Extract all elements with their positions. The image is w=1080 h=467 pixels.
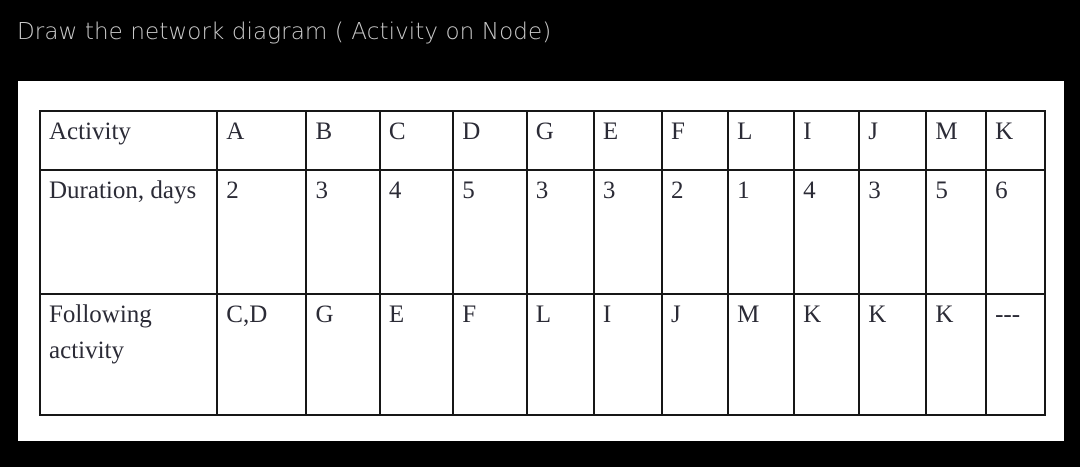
cell-activity-l: L: [727, 110, 796, 171]
cell-following-c: E: [378, 293, 455, 416]
cell-duration-f: 2: [661, 169, 730, 295]
activity-duration-table: Activity A B C D G E F L I J M K Duratio…: [38, 110, 1046, 416]
cell-duration-i: 4: [793, 169, 861, 295]
cell-duration-l: 1: [727, 169, 796, 295]
cell-activity-e: E: [592, 110, 664, 171]
cell-duration-a: 2: [216, 169, 308, 295]
cell-activity-m: M: [925, 110, 988, 171]
cell-activity-f: F: [661, 110, 730, 171]
table-row-following: Following activity C,D G E F L I J M K K…: [38, 293, 1046, 416]
cell-duration-j: 3: [858, 169, 928, 295]
cell-activity-k: K: [985, 110, 1046, 171]
cell-following-e: I: [592, 293, 664, 416]
cell-activity-d: D: [452, 110, 528, 171]
cell-duration-m: 5: [925, 169, 988, 295]
cell-following-f: J: [661, 293, 730, 416]
cell-following-d: F: [452, 293, 528, 416]
cell-following-j: K: [858, 293, 928, 416]
cell-activity-g: G: [525, 110, 595, 171]
page-title: Draw the network diagram ( Activity on N…: [17, 19, 552, 45]
cell-following-m: K: [925, 293, 988, 416]
cell-activity-a: A: [216, 110, 308, 171]
cell-activity-b: B: [305, 110, 381, 171]
row-header-following: Following activity: [38, 293, 219, 416]
cell-activity-i: I: [793, 110, 861, 171]
cell-following-a: C,D: [216, 293, 308, 416]
cell-duration-g: 3: [525, 169, 595, 295]
cell-activity-c: C: [378, 110, 455, 171]
cell-activity-j: J: [858, 110, 928, 171]
cell-following-k: ---: [985, 293, 1046, 416]
cell-duration-b: 3: [305, 169, 381, 295]
cell-duration-c: 4: [378, 169, 455, 295]
row-header-duration: Duration, days: [38, 169, 219, 295]
cell-following-l: M: [727, 293, 796, 416]
cell-following-g: L: [525, 293, 595, 416]
cell-following-b: G: [305, 293, 381, 416]
cell-duration-e: 3: [592, 169, 664, 295]
table-row-duration: Duration, days 2 3 4 5 3 3 2 1 4 3 5 6: [38, 169, 1046, 295]
table-row-activity: Activity A B C D G E F L I J M K: [38, 110, 1046, 171]
cell-duration-k: 6: [985, 169, 1046, 295]
cell-duration-d: 5: [452, 169, 528, 295]
row-header-activity: Activity: [38, 110, 219, 171]
content-card: Activity A B C D G E F L I J M K Duratio…: [18, 81, 1064, 441]
cell-following-i: K: [793, 293, 861, 416]
